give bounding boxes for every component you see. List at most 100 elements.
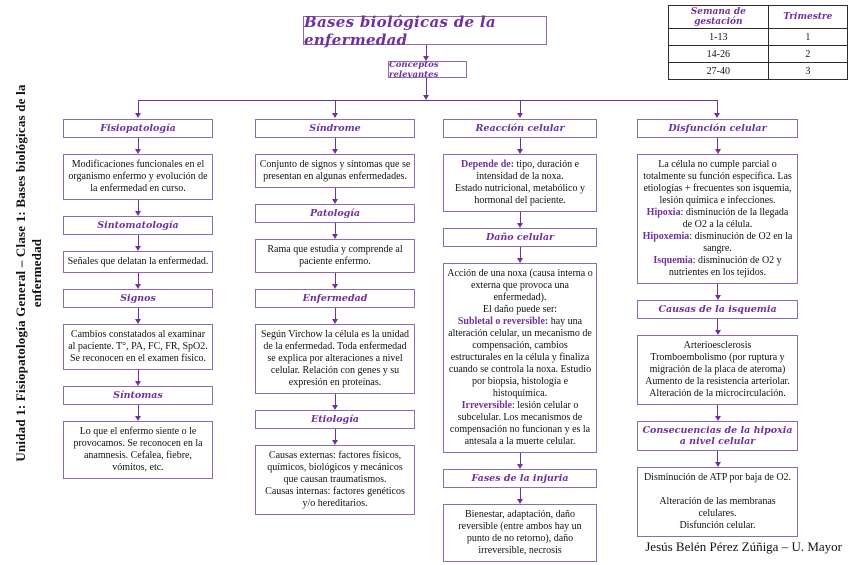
- key-term: Hipoxemia: [642, 231, 690, 242]
- body-text: Modificaciones funcionales en el organis…: [68, 159, 208, 194]
- arrow-down-icon: [135, 211, 141, 216]
- arrow-down-icon: [135, 381, 141, 386]
- connector-line: [138, 100, 139, 113]
- arrow-down-icon: [714, 416, 721, 421]
- node-label: Fisiopatología: [63, 119, 213, 138]
- connector-line: [137, 235, 139, 246]
- connector-line: [137, 273, 139, 284]
- connector-line: [717, 319, 718, 330]
- arrow-down-icon: [714, 149, 721, 154]
- connector-line: [717, 100, 718, 113]
- node-content: Cambios constatados al examinar al pacie…: [63, 324, 213, 370]
- arrow-connector: [714, 284, 721, 300]
- arrow-connector: [332, 223, 338, 239]
- body-text: : disminución de la llegada de O2 a la c…: [680, 207, 789, 230]
- body-text: : disminución de O2 en la sangre.: [689, 231, 793, 254]
- connector-line: [334, 223, 336, 234]
- key-term: Subletal o reversible:: [457, 316, 549, 327]
- arrow-down-icon: [517, 149, 523, 154]
- arrow-down-icon: [332, 234, 338, 239]
- table-cell: 1-13: [668, 28, 769, 46]
- arrow-down-icon: [332, 113, 338, 118]
- connector-line: [334, 429, 336, 440]
- arrow-connector: [135, 405, 141, 421]
- arrow-connector: [332, 308, 338, 324]
- body-text: Causas externas: factores físicos, quími…: [265, 450, 405, 509]
- body-text: Cambios constatados al examinar al pacie…: [68, 329, 208, 364]
- column-disfuncion-celular: Disfunción celular La célula no cumple pa…: [637, 119, 798, 537]
- connector-line: [717, 451, 718, 462]
- node-label: Síndrome: [255, 119, 415, 138]
- table-header-trimestre: Trimestre: [767, 5, 848, 29]
- arrow-connector: [135, 308, 141, 324]
- arrow-down-icon: [332, 440, 338, 445]
- body-text: Lo que el enfermo siente o le provocamos…: [73, 426, 203, 473]
- connector-line: [334, 394, 336, 405]
- body-text: hay una alteración celular, un mecanismo…: [448, 316, 592, 399]
- arrow-connector: [517, 453, 523, 469]
- arrow-connector: [517, 488, 523, 504]
- node-label: Sintomatología: [63, 216, 213, 235]
- node-content: La célula no cumple parcial o totalmente…: [637, 154, 798, 284]
- arrow-connector: [714, 451, 721, 467]
- connector-line: [519, 212, 521, 223]
- connector-line: [137, 405, 139, 416]
- arrow-connector: [332, 273, 338, 289]
- body-text: La célula no cumple parcial o totalmente…: [643, 159, 792, 206]
- connector-line: [717, 138, 718, 149]
- connector-line: [519, 453, 521, 464]
- arrow-down-icon: [517, 223, 523, 228]
- table-cell: 2: [767, 45, 848, 63]
- node-label: Reacción celular: [443, 119, 597, 138]
- node-label: Disfunción celular: [637, 119, 798, 138]
- sidebar-vertical-title: Unidad 1: Fisiopatología General – Clase…: [13, 84, 44, 462]
- node-content: Rama que estudia y comprende al paciente…: [255, 239, 415, 273]
- arrow-down-icon: [714, 330, 721, 335]
- table-cell: 1: [767, 28, 848, 46]
- arrow-down-icon: [714, 295, 721, 300]
- connector-line: [519, 488, 521, 499]
- table-header-row: Semana de gestación Trimestre: [668, 5, 848, 29]
- connector-line: [717, 405, 718, 416]
- arrow-down-icon: [135, 149, 141, 154]
- arrow-down-icon: [332, 149, 338, 154]
- connector-line: [519, 247, 521, 258]
- node-content: Conjunto de signos y síntomas que se pre…: [255, 154, 415, 188]
- node-label: Etiología: [255, 410, 415, 429]
- arrow-connector: [332, 188, 338, 204]
- arrow-down-icon: [332, 284, 338, 289]
- arrow-connector: [517, 247, 523, 263]
- connector-line: [137, 200, 139, 211]
- arrow-down-icon: [135, 284, 141, 289]
- node-label: Enfermedad: [255, 289, 415, 308]
- body-text: Conjunto de signos y síntomas que se pre…: [259, 159, 411, 182]
- arrow-connector: [714, 319, 721, 335]
- body-text: tipo, duración e intensidad de la noxa. …: [455, 159, 585, 206]
- node-label: Síntomas: [63, 386, 213, 405]
- node-content: Acción de una noxa (causa interna o exte…: [443, 263, 597, 453]
- arrow-connector: [517, 138, 523, 154]
- body-text: Rama que estudia y comprende al paciente…: [267, 244, 403, 267]
- table-cell: 27-40: [668, 62, 769, 80]
- connector-line: [717, 284, 718, 295]
- connector-line: [137, 308, 139, 319]
- connector-line: [519, 138, 521, 149]
- arrow-down-icon: [423, 95, 429, 100]
- arrow-down-icon: [714, 113, 720, 118]
- key-term: Isquemia: [653, 255, 693, 266]
- arrow-down-icon: [135, 113, 141, 118]
- connector-line: [520, 100, 521, 113]
- connector-line: [334, 308, 336, 319]
- body-text: Bienestar, adaptación, daño reversible (…: [458, 509, 582, 556]
- key-term: Depende de:: [460, 159, 515, 170]
- node-label: Daño celular: [443, 228, 597, 247]
- node-content: Lo que el enfermo siente o le provocamos…: [63, 421, 213, 479]
- arrow-connector: [517, 212, 523, 228]
- table-cell: 14-26: [668, 45, 769, 63]
- arrow-down-icon: [517, 258, 523, 263]
- connector-line: [334, 188, 336, 199]
- body-text: Según Virchow la célula es la unidad de …: [260, 329, 410, 388]
- node-content: Señales que delatan la enfermedad.: [63, 251, 213, 273]
- node-label: Fases de la injuria: [443, 469, 597, 488]
